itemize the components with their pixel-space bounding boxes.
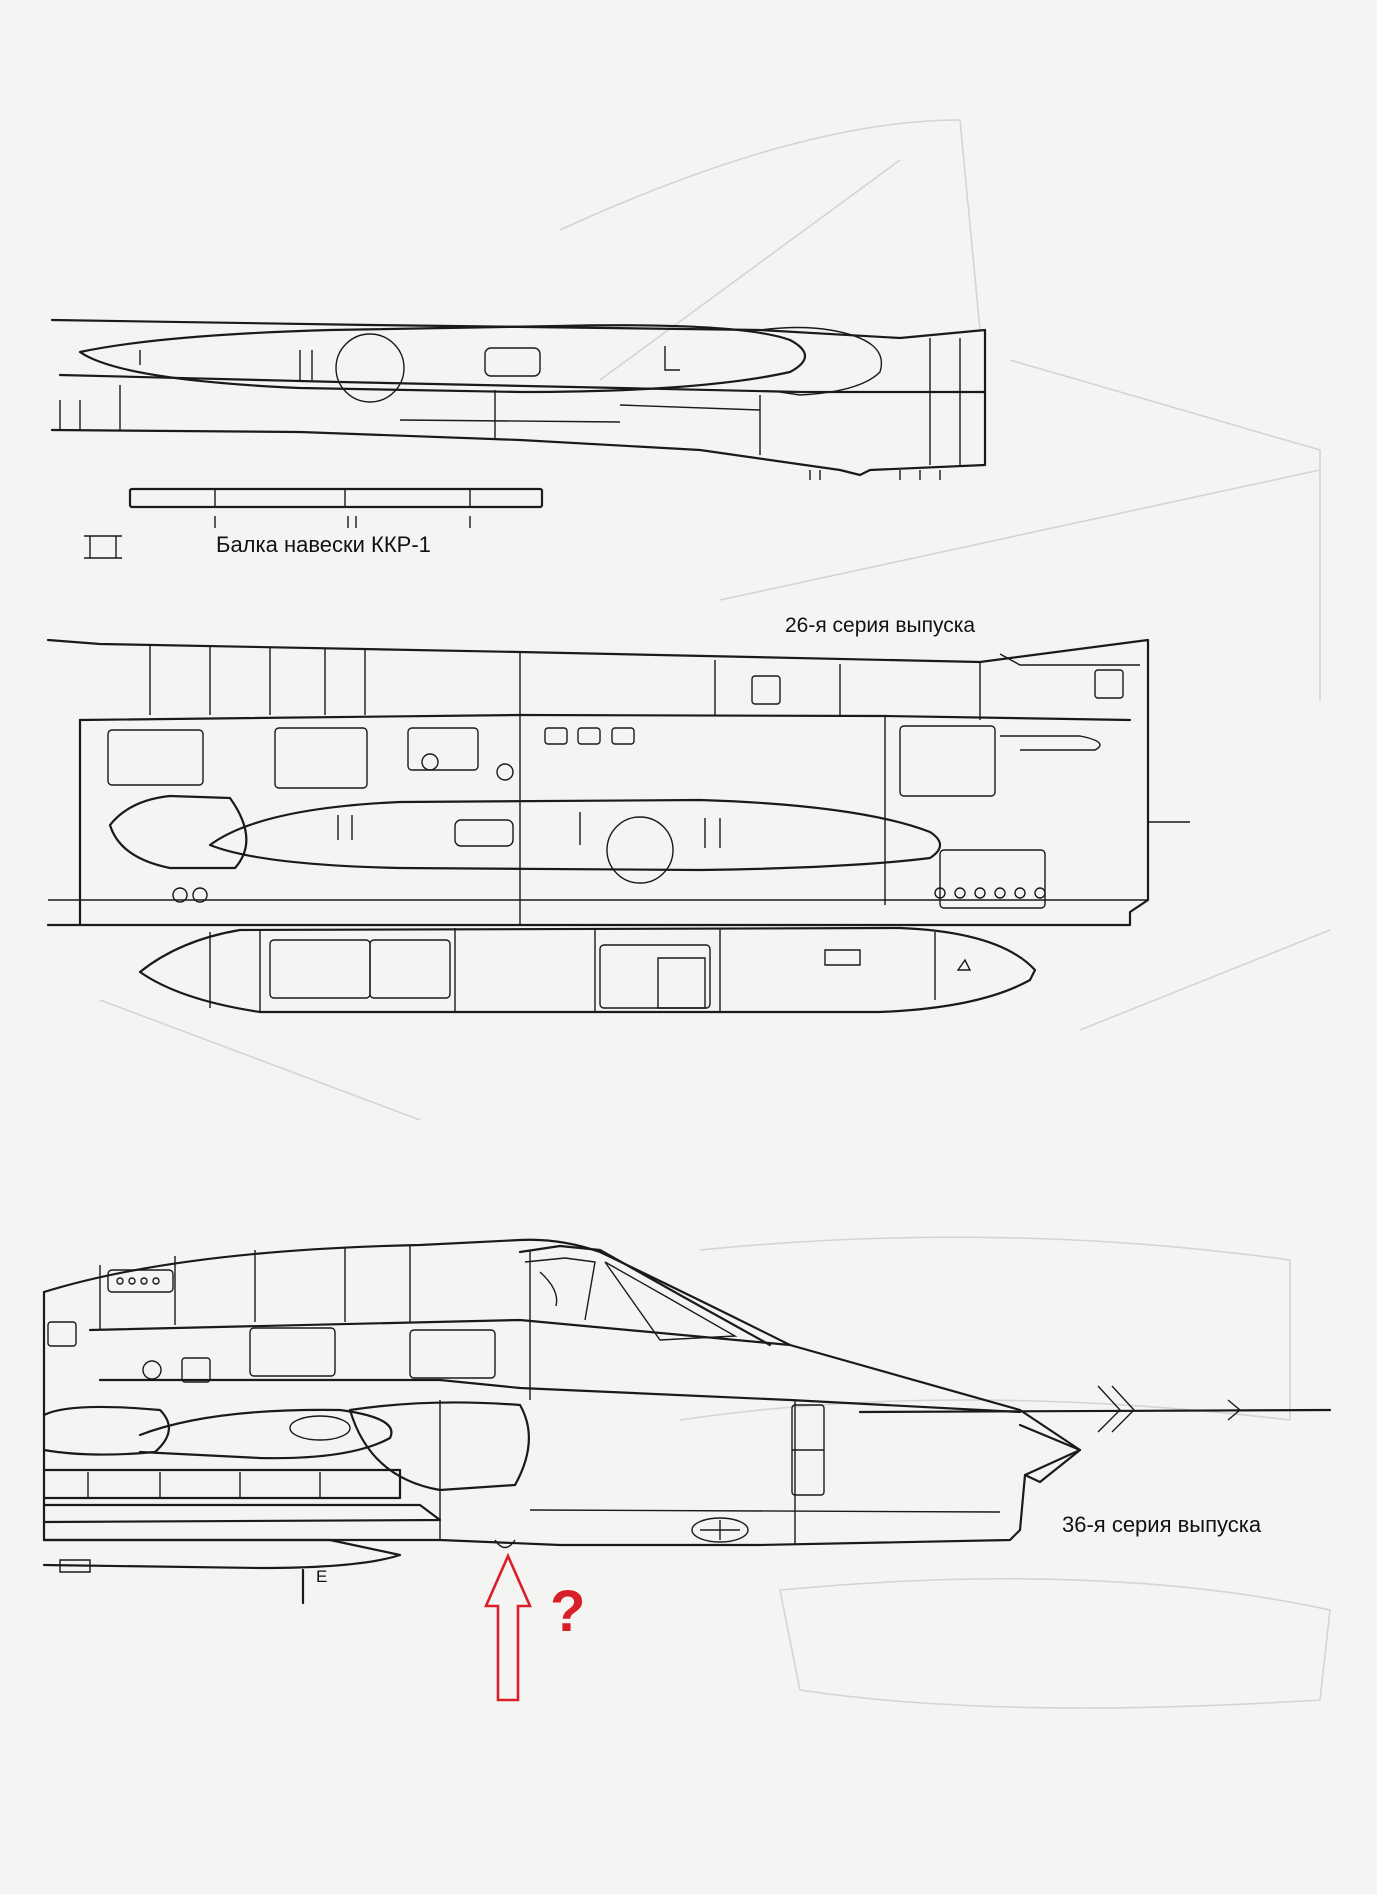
top-fuselage-view [50,318,987,480]
section-mark-e: E [316,1567,328,1586]
beam-caption: Балка навески ККР-1 [216,532,431,557]
series-36-fuselage-view [42,1238,1332,1605]
series-26-caption: 26-я серия выпуска [785,614,976,637]
bleed-through-lines [99,119,1331,1709]
series-26-fuselage-view [46,638,1190,1014]
question-mark-annotation: ? [550,1579,586,1644]
annotation-arrow [484,1552,532,1702]
series-36-caption: 36-я серия выпуска [1062,1512,1262,1537]
kkr-beam-detail [84,487,544,559]
